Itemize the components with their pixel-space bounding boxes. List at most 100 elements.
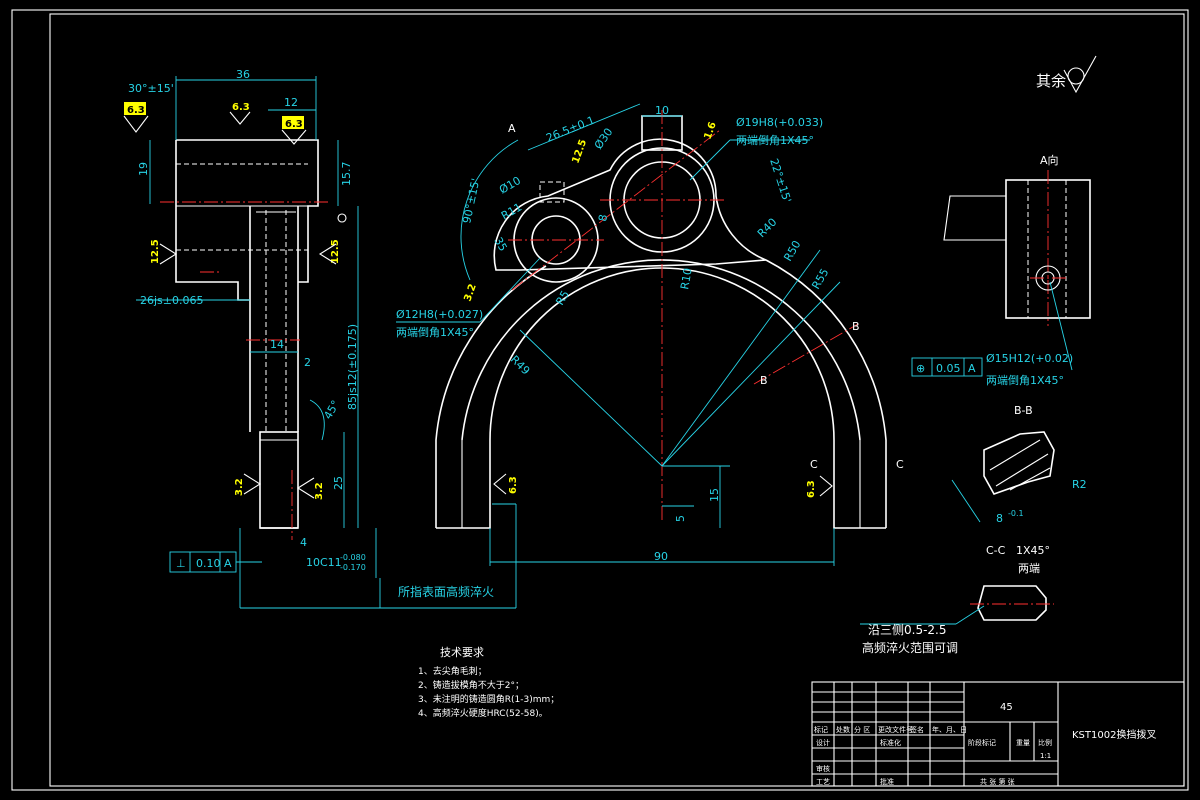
rough-3-2-a: 3.2 bbox=[234, 478, 245, 496]
pos-tol-frame bbox=[911, 357, 983, 377]
title-block-frame bbox=[811, 681, 1185, 787]
perp-symbol: ⊥ bbox=[176, 557, 186, 570]
rough-12-5-a: 12.5 bbox=[150, 239, 161, 264]
radius-line-r50 bbox=[661, 249, 821, 467]
tb-check: 审核 bbox=[816, 764, 830, 773]
dim-r55: R55 bbox=[809, 266, 831, 291]
rough-sym-7 bbox=[296, 477, 315, 499]
tb-part-title: KST1002换挡拨叉 bbox=[1072, 728, 1156, 741]
cc-both-ends: 两端 bbox=[1018, 562, 1040, 575]
tb-weight: 重量 bbox=[1016, 739, 1030, 747]
arc-90deg bbox=[460, 139, 519, 281]
hole15-chamfer: 两端倒角1X45° bbox=[986, 374, 1064, 387]
dim-r2: R2 bbox=[1072, 478, 1087, 491]
rough-3-2-c: 3.2 bbox=[462, 283, 478, 303]
tb-row-count: 处数 bbox=[836, 725, 850, 734]
fork-outer-left bbox=[435, 265, 547, 528]
hole19-chamfer: 两端倒角1X45° bbox=[736, 134, 814, 147]
leader-12h8 bbox=[479, 257, 541, 323]
rough-sym-5 bbox=[318, 243, 337, 265]
view-a-arm bbox=[943, 195, 1006, 241]
pin-hole bbox=[539, 181, 565, 203]
rough-6-3-e: 6.3 bbox=[806, 480, 817, 498]
dim-r50: R50 bbox=[781, 238, 803, 263]
section-bb-hatch-1 bbox=[989, 439, 1041, 471]
pos-symbol: ⊕ bbox=[916, 362, 925, 375]
tb-row-sign: 签名 bbox=[910, 725, 924, 734]
dim-30deg: 30°±15' bbox=[128, 82, 174, 95]
tb-scale: 比例 bbox=[1038, 738, 1052, 747]
radius-line-r55 bbox=[661, 281, 841, 467]
dim-15h12: Ø15H12(+0.02) bbox=[986, 352, 1073, 365]
view-a: 其余 A向 ⊕ 0.05 A Ø15H12(+0.02) 两端倒角1X45° bbox=[911, 55, 1097, 387]
dim-36: 36 bbox=[236, 68, 250, 81]
side-dimensions: 36 30°±15' 12 19 15.7 26js±0.065 14 2 45… bbox=[128, 68, 517, 609]
hole12-chamfer: 两端倒角1X45° bbox=[396, 326, 474, 339]
tech-req-title: 技术要求 bbox=[440, 646, 484, 659]
rough-sym-6 bbox=[243, 473, 262, 495]
rough-sym-2 bbox=[229, 111, 251, 125]
rough-6-3-d: 6.3 bbox=[508, 476, 519, 494]
dim-22deg: 22°±15' bbox=[767, 157, 794, 205]
section-cc: C-C 1X45° 两端 沿三侧0.5-2.5 高频淬火范围可调 bbox=[860, 544, 1054, 655]
dim-25: 25 bbox=[332, 476, 345, 490]
section-bb-shape bbox=[983, 431, 1055, 495]
dim-45deg: 45° bbox=[321, 398, 342, 421]
dim-15: 15 bbox=[708, 488, 721, 502]
tol-perp-ref: A bbox=[224, 557, 232, 570]
side-view bbox=[160, 139, 347, 540]
dim-5: 5 bbox=[674, 515, 687, 522]
title-block: 标记 处数 分 区 更改文件号 签名 年、月、日 设计 标准化 审核 工艺 批准… bbox=[811, 681, 1185, 787]
tech-req-2: 2、铸造拔模角不大于2°； bbox=[418, 679, 524, 691]
dim-15-7: 15.7 bbox=[340, 162, 353, 187]
pos-tol-ref: A bbox=[968, 362, 976, 375]
rough-box-1 bbox=[124, 102, 146, 115]
surface-note: 其余 bbox=[1036, 72, 1066, 90]
dim-r40: R40 bbox=[755, 216, 779, 240]
rough-12-5-b: 12.5 bbox=[330, 239, 341, 264]
dim-90deg: 90°±15' bbox=[460, 177, 482, 224]
section-bb-hatch-2 bbox=[995, 453, 1049, 487]
dim-19: 19 bbox=[137, 162, 150, 176]
tb-approve: 批准 bbox=[880, 777, 894, 786]
pos-tol: 0.05 bbox=[936, 362, 961, 375]
dim-14: 14 bbox=[270, 338, 284, 351]
fork-outer-right bbox=[765, 259, 887, 528]
fork-arm-plate bbox=[493, 138, 767, 271]
tol-perp: 0.10 bbox=[196, 557, 221, 570]
dim-90: 90 bbox=[654, 550, 668, 563]
radius-line-r49 bbox=[519, 329, 663, 467]
rough-sym-1 bbox=[123, 115, 149, 133]
dim-8: 8 bbox=[596, 213, 610, 222]
tb-ratio: 1:1 bbox=[1040, 752, 1051, 760]
rough-sym-8 bbox=[493, 473, 507, 495]
bore-link-centerline bbox=[511, 129, 721, 291]
dim-26js: 26js±0.065 bbox=[140, 294, 204, 307]
harden-depth: 沿三侧0.5-2.5 bbox=[868, 623, 947, 637]
leader-15h12 bbox=[1049, 281, 1073, 371]
rough-6-3-a: 6.3 bbox=[127, 105, 145, 116]
dim-r11: R11 bbox=[499, 201, 524, 223]
dim-10c11: 10C11 bbox=[306, 556, 342, 569]
side-boss-right-edge bbox=[176, 139, 319, 283]
dim-r10: R10 bbox=[678, 267, 695, 291]
dim-35: 35 bbox=[491, 235, 509, 254]
dim-phi10: Ø10 bbox=[497, 174, 523, 197]
fork-tip-left bbox=[436, 440, 491, 529]
tb-material: 45 bbox=[1000, 702, 1013, 713]
dim-4: 4 bbox=[300, 536, 307, 549]
sheet-inner-border bbox=[49, 13, 1185, 787]
tb-std: 标准化 bbox=[880, 738, 901, 747]
arc-45deg bbox=[309, 399, 325, 441]
tech-requirements: 技术要求 1、去尖角毛刺； 2、铸造拔模角不大于2°； 3、未注明的铸造圆角R(… bbox=[418, 646, 559, 719]
dim-2: 2 bbox=[304, 356, 311, 369]
rough-3-2-b: 3.2 bbox=[314, 482, 325, 500]
section-bb: B-B R2 8 -0.1 bbox=[951, 404, 1087, 525]
view-a-label: A向 bbox=[1040, 153, 1059, 167]
surface-note-symbol bbox=[1063, 55, 1097, 94]
tech-req-1: 1、去尖角毛刺； bbox=[418, 665, 487, 677]
front-view bbox=[435, 110, 887, 529]
section-bb-label: B-B bbox=[1014, 404, 1033, 417]
